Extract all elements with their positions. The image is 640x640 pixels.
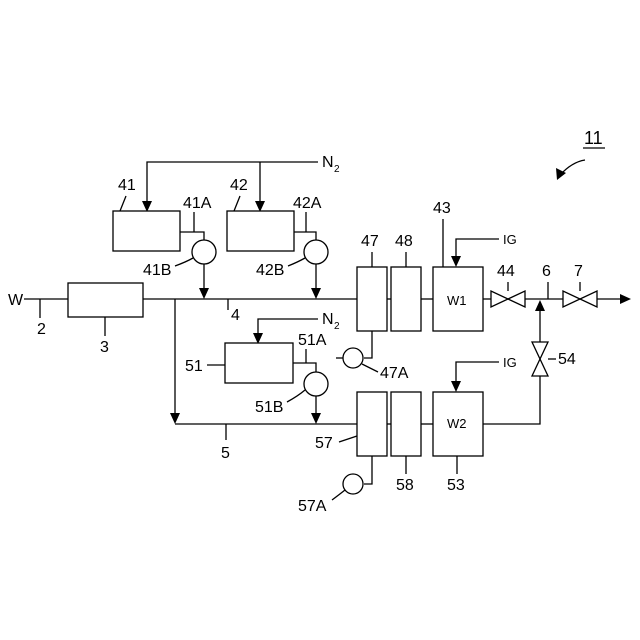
unit-42-box [227, 211, 294, 251]
ig-top-pipe [456, 239, 499, 258]
stream-w-label: W [8, 292, 24, 309]
outlet-arrow [620, 294, 631, 304]
unit-3-box [68, 283, 143, 317]
ref-47-label: 47 [361, 233, 379, 250]
ref-7-label: 7 [574, 263, 583, 280]
ref-51-label: 51 [185, 358, 203, 375]
ig-bottom-pipe [456, 362, 499, 383]
valve-44-left [491, 291, 508, 307]
unit-51-to-pump-line [293, 363, 316, 372]
unit-42-to-pump-line [294, 232, 316, 240]
stream-n2-mid-sub: 2 [334, 321, 340, 332]
w2-outlet-pipe [483, 376, 540, 424]
unit-41-box [113, 211, 180, 251]
unit-47-box [357, 267, 387, 331]
stream-n2-top-sub: 2 [334, 164, 340, 175]
ref-57a-leader [332, 490, 345, 500]
stream-ig-bottom-label: IG [503, 355, 517, 370]
ref-57a-label: 57A [298, 498, 327, 515]
unit-48-box [391, 267, 421, 331]
valve-54-top [532, 342, 548, 359]
unit-41-to-pump-line [180, 232, 204, 240]
ref-42a-label: 42A [293, 195, 322, 212]
ref-41-label: 41 [118, 177, 136, 194]
pump-42a-icon [304, 240, 328, 264]
ref-43-label: 43 [433, 200, 451, 217]
valve-54-bottom [532, 359, 548, 376]
ref-42-leader [234, 196, 240, 211]
ig-bottom-arrow [451, 381, 461, 392]
valve-7-left [563, 291, 580, 307]
ref-41b-label: 41B [143, 262, 171, 279]
valve-44-right [508, 291, 525, 307]
ref-42b-label: 42B [256, 262, 284, 279]
pump-57a-icon [343, 474, 363, 494]
unit-w1-label: W1 [447, 293, 467, 308]
ref-5-label: 5 [221, 445, 230, 462]
figure-number: 11 [584, 128, 603, 148]
pump-51a-arrow [311, 413, 321, 424]
branch-line-arrow [170, 413, 180, 424]
ref-47a-label: 47A [380, 365, 409, 382]
pump-51a-icon [304, 372, 328, 396]
ref-51b-leader [287, 390, 305, 402]
unit-w2-label: W2 [447, 416, 467, 431]
unit-58-box [391, 392, 421, 456]
ref-47a-leader [362, 364, 378, 372]
ref-53-label: 53 [447, 477, 465, 494]
unit-57-box [357, 392, 387, 456]
valve-54-arrow [535, 300, 545, 311]
ref-48-label: 48 [395, 233, 413, 250]
unit-47-drain [364, 331, 372, 358]
unit-57-drain [364, 456, 372, 484]
ref-41-leader [120, 196, 126, 211]
ref-42-label: 42 [230, 177, 248, 194]
ref-42b-leader [288, 258, 305, 266]
ref-3-label: 3 [100, 339, 109, 356]
ref-57-label: 57 [315, 435, 333, 452]
pump-42a-arrow [311, 288, 321, 299]
stream-n2-mid-label: N [322, 311, 334, 328]
stream-ig-top-label: IG [503, 232, 517, 247]
ig-top-arrow [451, 256, 461, 267]
ref-58-label: 58 [396, 477, 414, 494]
ref-51a-label: 51A [298, 332, 327, 349]
ref-44-label: 44 [497, 263, 515, 280]
stream-n2-top-label: N [322, 154, 334, 171]
ref-41a-label: 41A [183, 195, 212, 212]
ref-54-label: 54 [558, 351, 576, 368]
ref-51b-label: 51B [255, 399, 283, 416]
ref-41b-leader [175, 258, 193, 266]
unit-51-box [225, 343, 293, 383]
ref-2-label: 2 [37, 321, 46, 338]
ref-6-label: 6 [542, 263, 551, 280]
ref-57-leader [339, 436, 357, 442]
pump-41a-arrow [199, 288, 209, 299]
pump-47a-icon [343, 348, 363, 368]
ref-4-label: 4 [231, 307, 240, 324]
valve-7-right [580, 291, 597, 307]
pump-41a-icon [192, 240, 216, 264]
